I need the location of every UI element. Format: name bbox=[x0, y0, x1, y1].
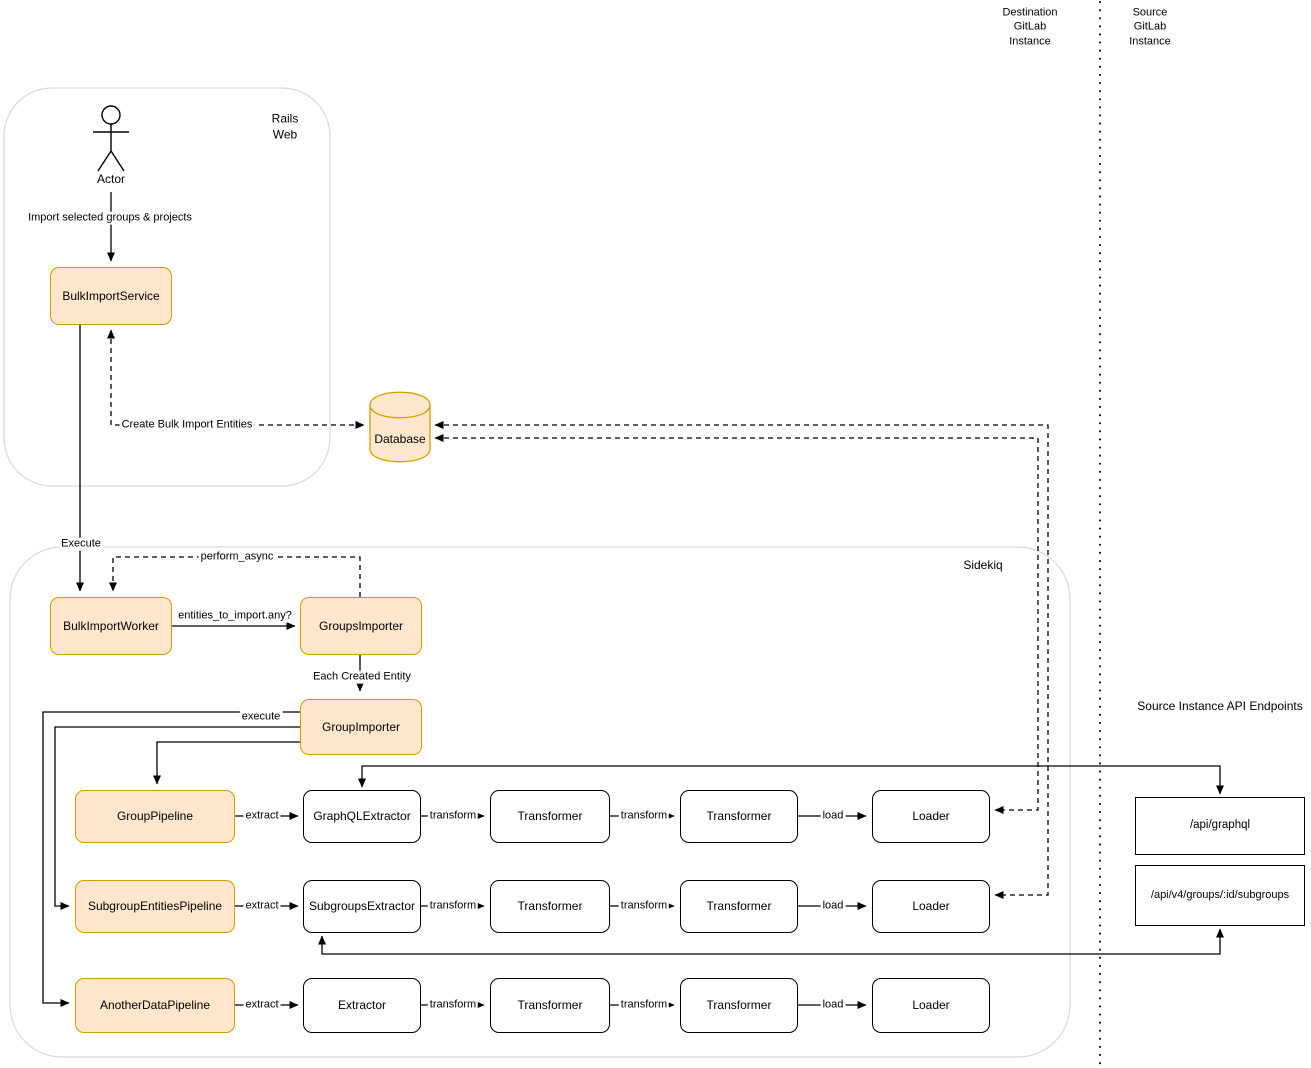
actor-icon bbox=[93, 105, 129, 172]
edge-label-load-row3: load bbox=[820, 998, 846, 1012]
edge-importer-to-another-pipeline bbox=[42, 711, 300, 1007]
edge-label-transform1-row1: transform bbox=[427, 809, 479, 823]
node-another-data-pipeline: AnotherDataPipeline bbox=[75, 978, 235, 1033]
source-instance-label: Source GitLab Instance bbox=[1129, 6, 1171, 48]
node-loader-row3: Loader bbox=[872, 978, 990, 1033]
edge-label-extract-row2: extract bbox=[243, 899, 281, 913]
edge-label-execute: Execute bbox=[59, 537, 103, 551]
edge-create-entities-dashed bbox=[107, 329, 365, 429]
edge-label-import-selected: Import selected groups & projects bbox=[26, 211, 194, 225]
edge-label-load-row1: load bbox=[820, 809, 846, 823]
sidekiq-label: Sidekiq bbox=[963, 558, 1003, 573]
node-transformer-row3-b: Transformer bbox=[680, 978, 798, 1033]
edge-label-extract-row3: extract bbox=[243, 998, 281, 1012]
edge-subgroups-api bbox=[318, 928, 1224, 955]
edge-label-execute-pipeline: execute bbox=[239, 710, 283, 724]
edge-label-transform2-row2: transform bbox=[618, 899, 670, 913]
node-bulk-import-service: BulkImportService bbox=[50, 267, 172, 325]
node-extractor: Extractor bbox=[303, 978, 421, 1033]
node-bulk-import-worker: BulkImportWorker bbox=[50, 597, 172, 655]
edge-label-transform2-row1: transform bbox=[618, 809, 670, 823]
edge-label-transform2-row3: transform bbox=[618, 998, 670, 1012]
node-transformer-row2-b: Transformer bbox=[680, 880, 798, 933]
actor-label: Actor bbox=[96, 172, 126, 187]
edge-label-load-row2: load bbox=[820, 899, 846, 913]
edge-label-perform-async: perform_async bbox=[198, 550, 276, 564]
destination-instance-label: Destination GitLab Instance bbox=[1002, 6, 1058, 48]
database-label: Database bbox=[374, 432, 426, 447]
node-group-pipeline: GroupPipeline bbox=[75, 790, 235, 843]
api-endpoints-title: Source Instance API Endpoints bbox=[1137, 699, 1303, 714]
node-api-subgroups: /api/v4/groups/:id/subgroups bbox=[1135, 865, 1305, 926]
rails-web-label: Rails Web bbox=[271, 111, 299, 141]
node-transformer-row3-a: Transformer bbox=[490, 978, 610, 1033]
node-loader-row2: Loader bbox=[872, 880, 990, 933]
database-cylinder bbox=[369, 391, 431, 463]
node-loader-row1: Loader bbox=[872, 790, 990, 843]
node-transformer-row1-b: Transformer bbox=[680, 790, 798, 843]
node-group-importer: GroupImporter bbox=[300, 699, 422, 755]
edge-importer-to-subgroup-pipeline bbox=[54, 726, 300, 910]
edge-db-loader2-dashed bbox=[434, 421, 1049, 899]
edge-label-transform1-row2: transform bbox=[427, 899, 479, 913]
edge-label-entities-any: entities_to_import.any? bbox=[176, 609, 294, 623]
edge-importer-to-group-pipeline bbox=[153, 741, 300, 785]
node-api-graphql: /api/graphql bbox=[1135, 797, 1305, 855]
node-subgroup-entities-pipeline: SubgroupEntitiesPipeline bbox=[75, 880, 235, 933]
edge-label-extract-row1: extract bbox=[243, 809, 281, 823]
edge-graphql-api bbox=[358, 765, 1224, 795]
edge-label-each-created-entity: Each Created Entity bbox=[311, 670, 413, 684]
node-groups-importer: GroupsImporter bbox=[300, 597, 422, 655]
node-transformer-row2-a: Transformer bbox=[490, 880, 610, 933]
edge-label-create-entities: Create Bulk Import Entities bbox=[119, 418, 255, 432]
node-subgroups-extractor: SubgroupsExtractor bbox=[303, 880, 421, 933]
edge-label-transform1-row3: transform bbox=[427, 998, 479, 1012]
node-graphql-extractor: GraphQLExtractor bbox=[303, 790, 421, 843]
node-transformer-row1-a: Transformer bbox=[490, 790, 610, 843]
